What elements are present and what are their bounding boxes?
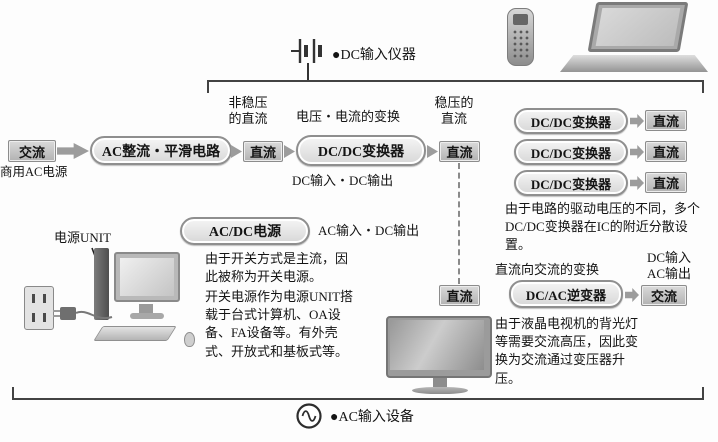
desktop-computer-illustration xyxy=(84,246,216,362)
pc-monitor xyxy=(114,252,180,302)
dcac-io-line2: AC输出 xyxy=(646,266,692,282)
laptop-screen-panel xyxy=(595,8,681,46)
pc-mouse xyxy=(184,332,195,347)
tv-backlight-note: 由于液晶电视机的背光灯等需要交流高压，因此变换为交流通过变压器升压。 xyxy=(495,316,639,386)
battery-bracket-connector xyxy=(307,63,309,81)
tv-screen xyxy=(390,320,484,370)
switching-power-note: 由于开关方式是主流，因此被称为开关电源。 xyxy=(205,251,349,285)
ac-devices-bracket xyxy=(12,387,704,400)
power-cord xyxy=(76,310,113,320)
ac-input-devices-label: ●AC输入设备 xyxy=(330,410,414,425)
pc-monitor-base xyxy=(130,313,164,319)
acdc-power-supply-box: AC/DC电源 xyxy=(180,217,310,245)
dc-box-regulated: 直流 xyxy=(439,141,480,162)
wall-outlet-illustration xyxy=(24,286,54,330)
dcdc-converter-box-2: DC/DC变换器 xyxy=(514,139,628,165)
voltage-current-conversion-caption: 电压・电流的变换 xyxy=(296,109,401,124)
remote-keypad xyxy=(512,29,530,59)
remote-control-illustration xyxy=(507,8,534,66)
flow-arrow xyxy=(427,145,438,158)
flow-arrow xyxy=(630,145,644,159)
dc-input-devices-label: ●DC输入仪器 xyxy=(332,48,416,63)
unregulated-dc-caption: 非稳压的直流 xyxy=(228,95,268,127)
dcac-inverter-box: DC/AC逆变器 xyxy=(509,280,623,308)
dcdc-io-caption: DC输入・DC输出 xyxy=(292,173,394,188)
dcdc-converter-box: DC/DC变换器 xyxy=(296,135,426,166)
dcac-io-caption: DC输入 AC输出 xyxy=(639,250,699,283)
power-plug-illustration xyxy=(53,307,76,320)
flow-arrow xyxy=(57,143,89,159)
flow-arrow xyxy=(284,145,295,158)
acdc-io-caption: AC输入・DC输出 xyxy=(318,223,420,238)
lcd-tv-illustration xyxy=(386,316,494,398)
dc-box-unregulated: 直流 xyxy=(243,141,283,162)
flow-arrow xyxy=(630,176,644,190)
dc-to-ac-caption: 直流向交流的变换 xyxy=(495,262,600,277)
regulated-dc-caption: 稳压的直流 xyxy=(434,95,474,127)
dc-dashed-connector xyxy=(458,163,460,284)
dc-out-box-1: 直流 xyxy=(645,110,687,131)
flow-arrow xyxy=(231,145,242,158)
dcdc-converter-box-1: DC/DC变换器 xyxy=(514,108,628,134)
flow-arrow xyxy=(625,288,639,302)
laptop-screen xyxy=(587,2,689,52)
commercial-ac-caption: 商用AC电源 xyxy=(0,165,68,179)
dc-devices-bracket xyxy=(207,80,704,93)
laptop-illustration xyxy=(560,2,708,72)
dcdc-converter-box-3: DC/DC变换器 xyxy=(514,170,628,196)
pc-keyboard xyxy=(93,326,177,341)
pc-tower xyxy=(94,248,109,320)
distributed-dcdc-note: 由于电路的驱动电压的不同，多个DC/DC变换器在IC的附近分散设置。 xyxy=(505,201,701,253)
remote-screen xyxy=(513,14,528,25)
dcac-io-line1: DC输入 xyxy=(646,250,692,265)
pc-monitor-stand xyxy=(139,304,153,313)
dc-out-box-2: 直流 xyxy=(645,141,687,162)
power-unit-label: 电源UNIT xyxy=(54,230,112,245)
rectifier-smoothing-box: AC整流・平滑电路 xyxy=(90,136,232,165)
tv-stand-base xyxy=(412,387,468,394)
laptop-keyboard-base xyxy=(560,55,708,72)
ac-output-box: 交流 xyxy=(641,285,687,306)
dc-out-box-3: 直流 xyxy=(645,172,687,193)
battery-icon xyxy=(291,39,322,63)
dc-box-inverter-input: 直流 xyxy=(439,285,480,306)
ac-sine-wave-icon xyxy=(296,403,322,429)
power-unit-note: 开关电源作为电源UNIT搭载于台式计算机、OA设备、FA设备等。有外壳式、开放式… xyxy=(205,289,354,359)
pc-monitor-screen xyxy=(120,258,174,296)
ac-source-box: 交流 xyxy=(8,140,56,162)
tv-stand-neck xyxy=(433,378,447,387)
flow-arrow xyxy=(630,114,644,128)
